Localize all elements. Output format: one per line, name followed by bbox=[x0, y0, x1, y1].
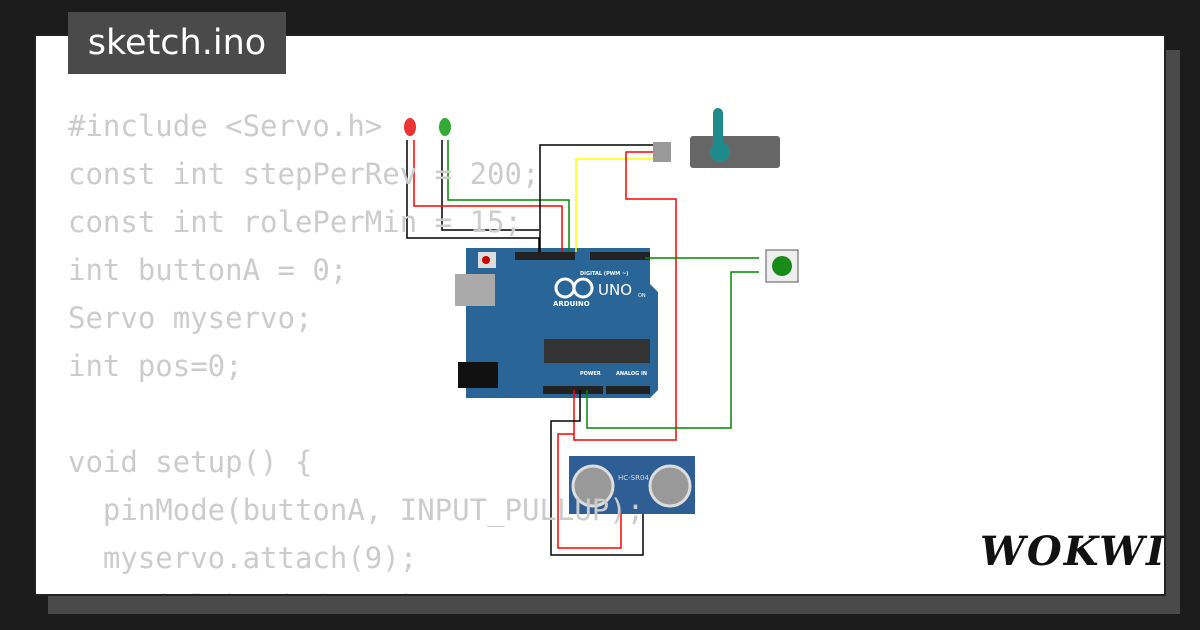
code-line: const int rolePerMin = 15; bbox=[68, 205, 522, 239]
green-led[interactable] bbox=[439, 118, 451, 136]
wokwi-logo: WOKWI bbox=[980, 528, 1166, 575]
analog-pins-label: ANALOG IN bbox=[616, 371, 647, 377]
arduino-uno-board[interactable]: UNO ARDUINO DIGITAL (PWM ~) POWER ANALOG… bbox=[455, 248, 658, 398]
on-led-label: ON bbox=[638, 293, 646, 299]
code-preview: #include <Servo.h> const int stepPerRev =… bbox=[68, 102, 645, 594]
file-tab[interactable]: sketch.ino bbox=[68, 12, 286, 74]
code-line: #include <Servo.h> bbox=[68, 109, 383, 143]
project-preview: UNO ARDUINO DIGITAL (PWM ~) POWER ANALOG… bbox=[34, 34, 1166, 596]
ultrasonic-sensor[interactable]: HC-SR04 bbox=[569, 456, 695, 514]
code-line: Serial.begin(9600); bbox=[68, 582, 644, 594]
code-line: int pos=0; bbox=[68, 349, 243, 383]
red-led[interactable] bbox=[404, 118, 416, 136]
digital-pins-label: DIGITAL (PWM ~) bbox=[580, 271, 628, 277]
circuit-diagram: UNO ARDUINO DIGITAL (PWM ~) POWER ANALOG… bbox=[404, 108, 799, 556]
servo-motor[interactable] bbox=[653, 108, 780, 168]
code-line: int buttonA = 0; bbox=[68, 253, 348, 287]
code-line: const int stepPerRev = 200; bbox=[68, 157, 540, 191]
sensor-label: HC-SR04 bbox=[618, 474, 649, 482]
code-line: void setup() { bbox=[68, 445, 313, 479]
wires bbox=[406, 140, 759, 556]
board-brand-label: ARDUINO bbox=[553, 300, 590, 308]
code-line: pinMode(buttonA, INPUT_PULLUP); bbox=[68, 493, 645, 527]
pushbutton[interactable] bbox=[765, 249, 799, 283]
power-pins-label: POWER bbox=[580, 371, 601, 377]
code-line bbox=[68, 390, 644, 438]
code-line: Servo myservo; bbox=[68, 301, 313, 335]
board-model-label: UNO bbox=[598, 281, 632, 299]
code-line: myservo.attach(9); bbox=[68, 541, 418, 575]
